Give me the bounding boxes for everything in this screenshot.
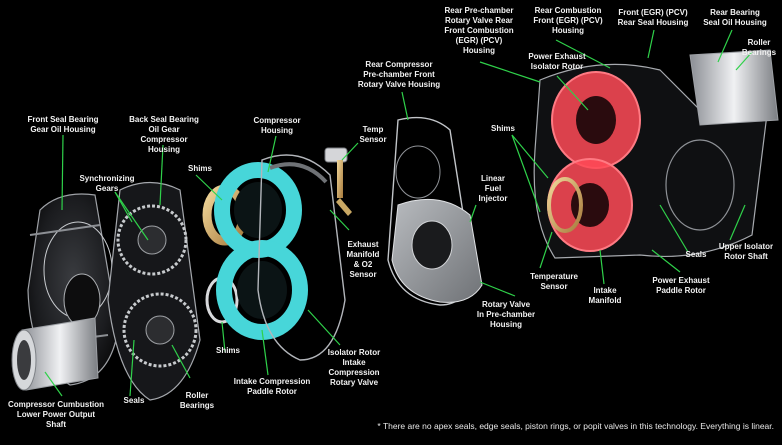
label-power-exhaust-paddle: Power Exhaust Paddle Rotor (652, 276, 710, 295)
compressor-housing (257, 154, 346, 361)
label-roller-bearings-top: Roller Bearings (741, 38, 777, 57)
power-exhaust-paddle-rotor (547, 71, 641, 252)
label-rear-prechamber: Rear Pre-chamber Rotary Valve Rear Front… (444, 6, 514, 55)
rotary-valve-prechamber-plate (391, 198, 483, 303)
label-rear-combustion: Rear Combustion Front (EGR) (PCV) Housin… (533, 6, 603, 35)
label-intake-compression-paddle: Intake Compression Paddle Rotor (233, 377, 311, 396)
label-shims-right: Shims (490, 124, 515, 133)
label-seals-bottom: Seals (123, 396, 145, 405)
label-front-seal-bearing: Front Seal Bearing Gear Oil Housing (27, 115, 99, 134)
label-isolator-rotor-intake: Isolator Rotor Intake Compression Rotary… (327, 348, 381, 387)
label-temp-sensor: Temp Sensor (359, 125, 387, 144)
label-temperature-sensor: Temperature Sensor (530, 272, 578, 291)
label-shims-bottom: Shims (215, 346, 240, 355)
label-roller-bearings-bottom: Roller Bearings (179, 391, 215, 410)
shim-ring-right (547, 177, 583, 233)
label-intake-manifold: Intake Manifold (588, 286, 622, 305)
temp-sensor-probe (324, 147, 352, 216)
label-power-exhaust-isolator: Power Exhaust Isolator Rotor (528, 52, 586, 71)
label-rear-compressor: Rear Compressor Pre-chamber Front Rotary… (357, 60, 441, 89)
label-shims-top: Shims (187, 164, 212, 173)
label-front-egr-pcv: Front (EGR) (PCV) Rear Seal Housing (617, 8, 689, 27)
label-seals-right: Seals (685, 250, 707, 259)
label-synchronizing-gears: Synchronizing Gears (79, 174, 135, 193)
gear-compressor-housing (107, 181, 201, 401)
label-rotary-valve-prechamber: Rotary Valve In Pre-chamber Housing (476, 300, 536, 329)
label-linear-fuel-injector: Linear Fuel Injector (478, 174, 508, 203)
label-back-seal-bearing: Back Seal Bearing Oil Gear Compressor Ho… (129, 115, 199, 154)
leader-lines (44, 29, 753, 397)
intake-compression-paddle-rotor (214, 162, 308, 340)
footnote: * There are no apex seals, edge seals, p… (377, 421, 774, 431)
label-compressor-cumbustion: Compressor Cumbustion Lower Power Output… (7, 400, 104, 429)
label-rear-bearing: Rear Bearing Seal Oil Housing (703, 8, 767, 27)
label-upper-isolator: Upper Isolator Rotor Shaft (718, 242, 774, 261)
label-exhaust-manifold: Exhaust Manifold & O2 Sensor (346, 240, 380, 279)
lower-power-output-shaft (11, 317, 99, 391)
label-compressor-housing: Compressor Housing (253, 116, 301, 135)
